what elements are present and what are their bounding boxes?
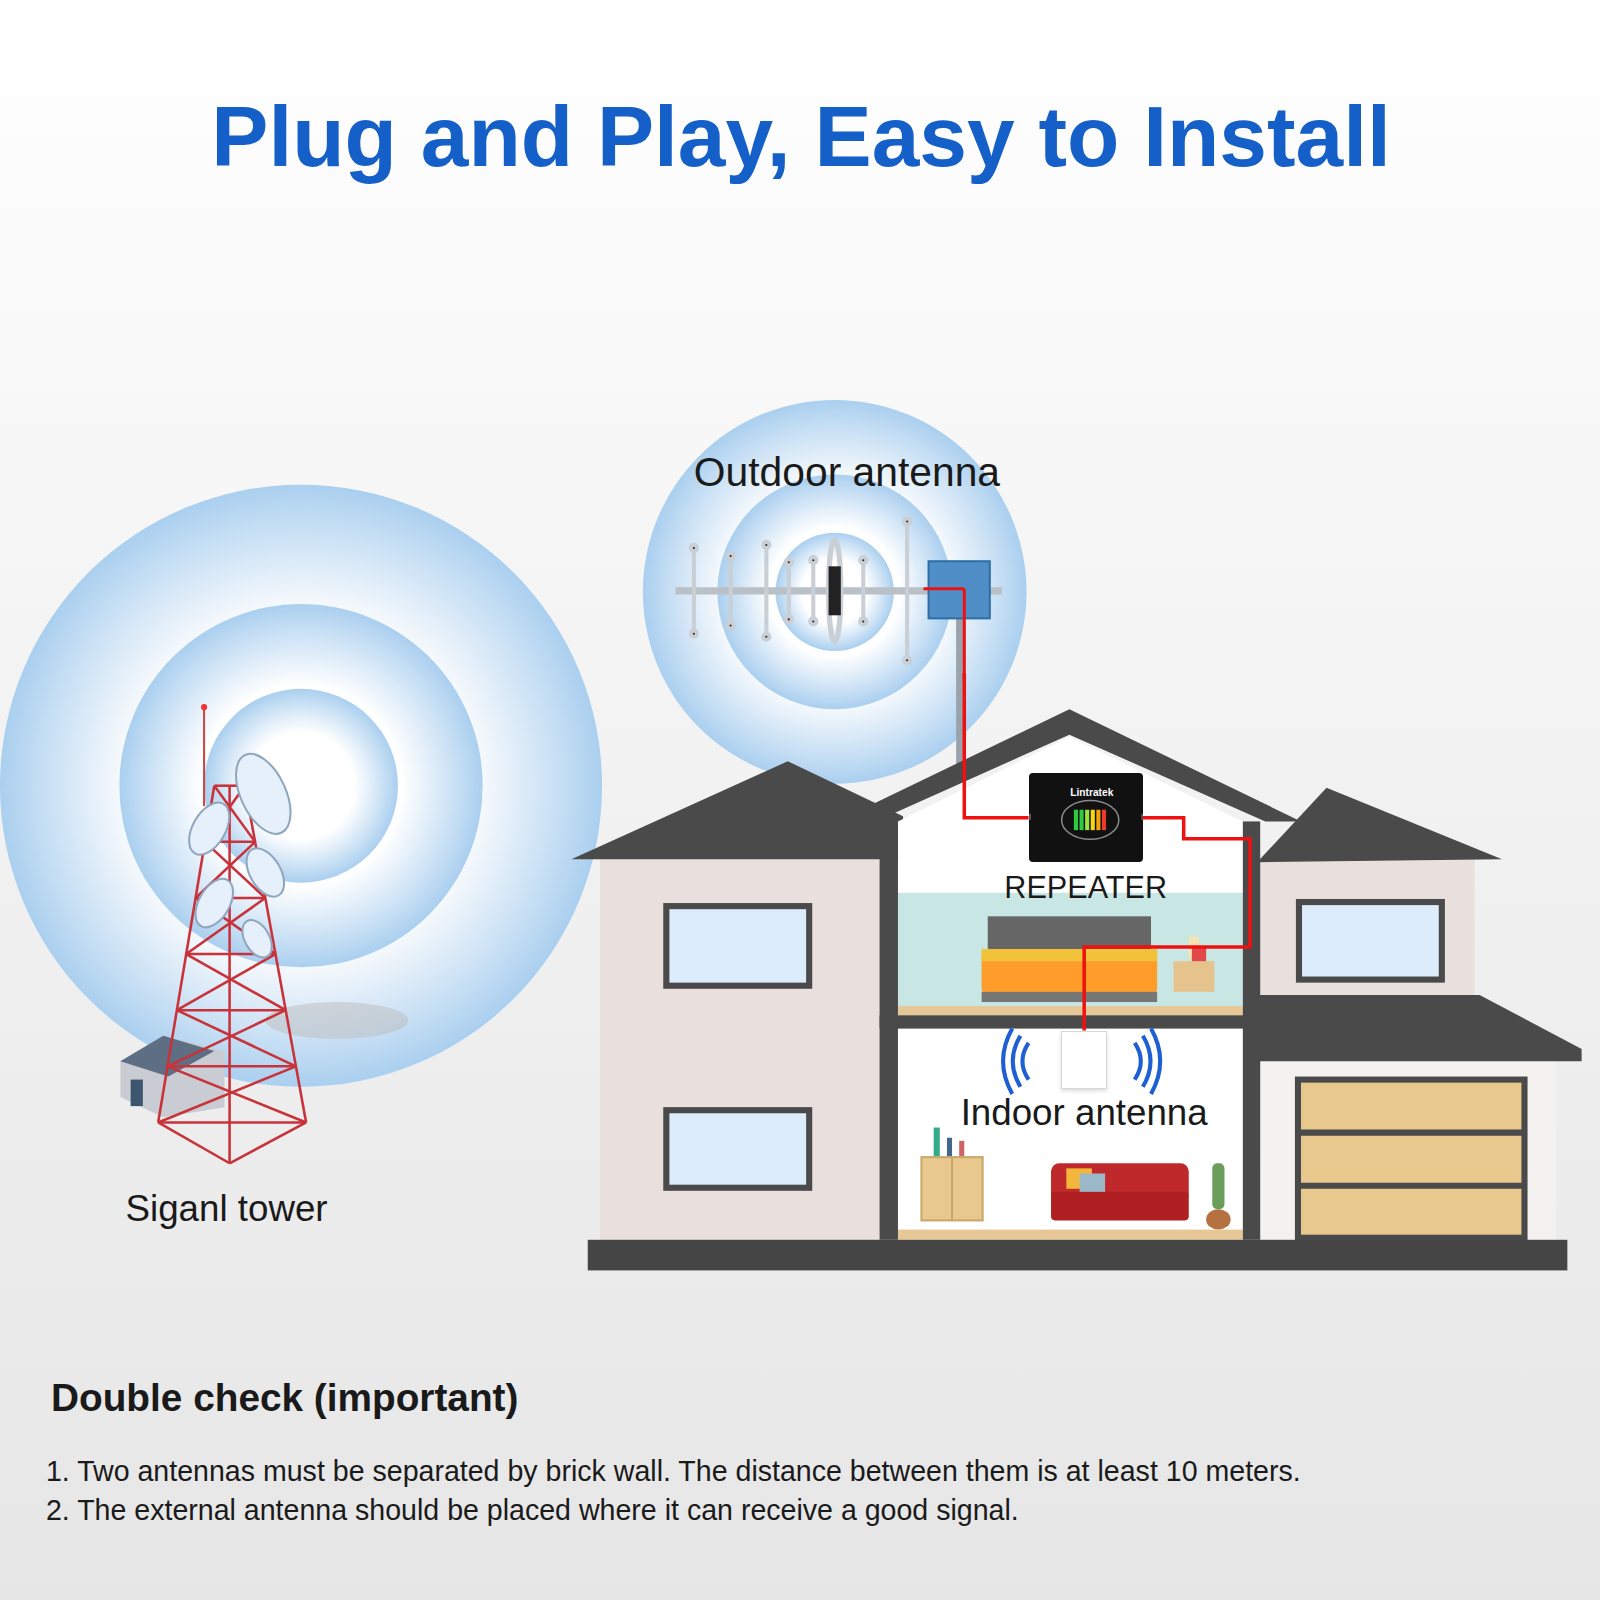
node-label: Outdoor antenna	[652, 449, 1042, 496]
signal-tower	[120, 704, 408, 1163]
radio-waves	[1003, 1029, 1160, 1094]
house	[571, 709, 1581, 1270]
node-label: Indoor antenna	[961, 1092, 1208, 1134]
note-heading: Double check (important)	[51, 1376, 518, 1420]
indoor-antenna: Indoor antenna	[1061, 1031, 1107, 1089]
node-label: REPEATER	[1004, 870, 1167, 905]
cable	[964, 673, 1028, 817]
title: Plug and Play, Easy to Install	[211, 86, 1391, 185]
signal-waves	[0, 485, 602, 1087]
yagi-antenna	[676, 518, 1003, 765]
bed	[982, 916, 1215, 1002]
note-text: 1. Two antennas must be separated by bri…	[46, 1455, 1301, 1488]
brand-text: Lintratek	[1070, 786, 1113, 797]
tower-label: Siganl tower	[125, 1188, 327, 1230]
living-room	[921, 1128, 1230, 1230]
note-text: 2. The external antenna should be placed…	[46, 1494, 1019, 1527]
outdoor-antenna: Outdoor antenna	[652, 449, 1042, 673]
